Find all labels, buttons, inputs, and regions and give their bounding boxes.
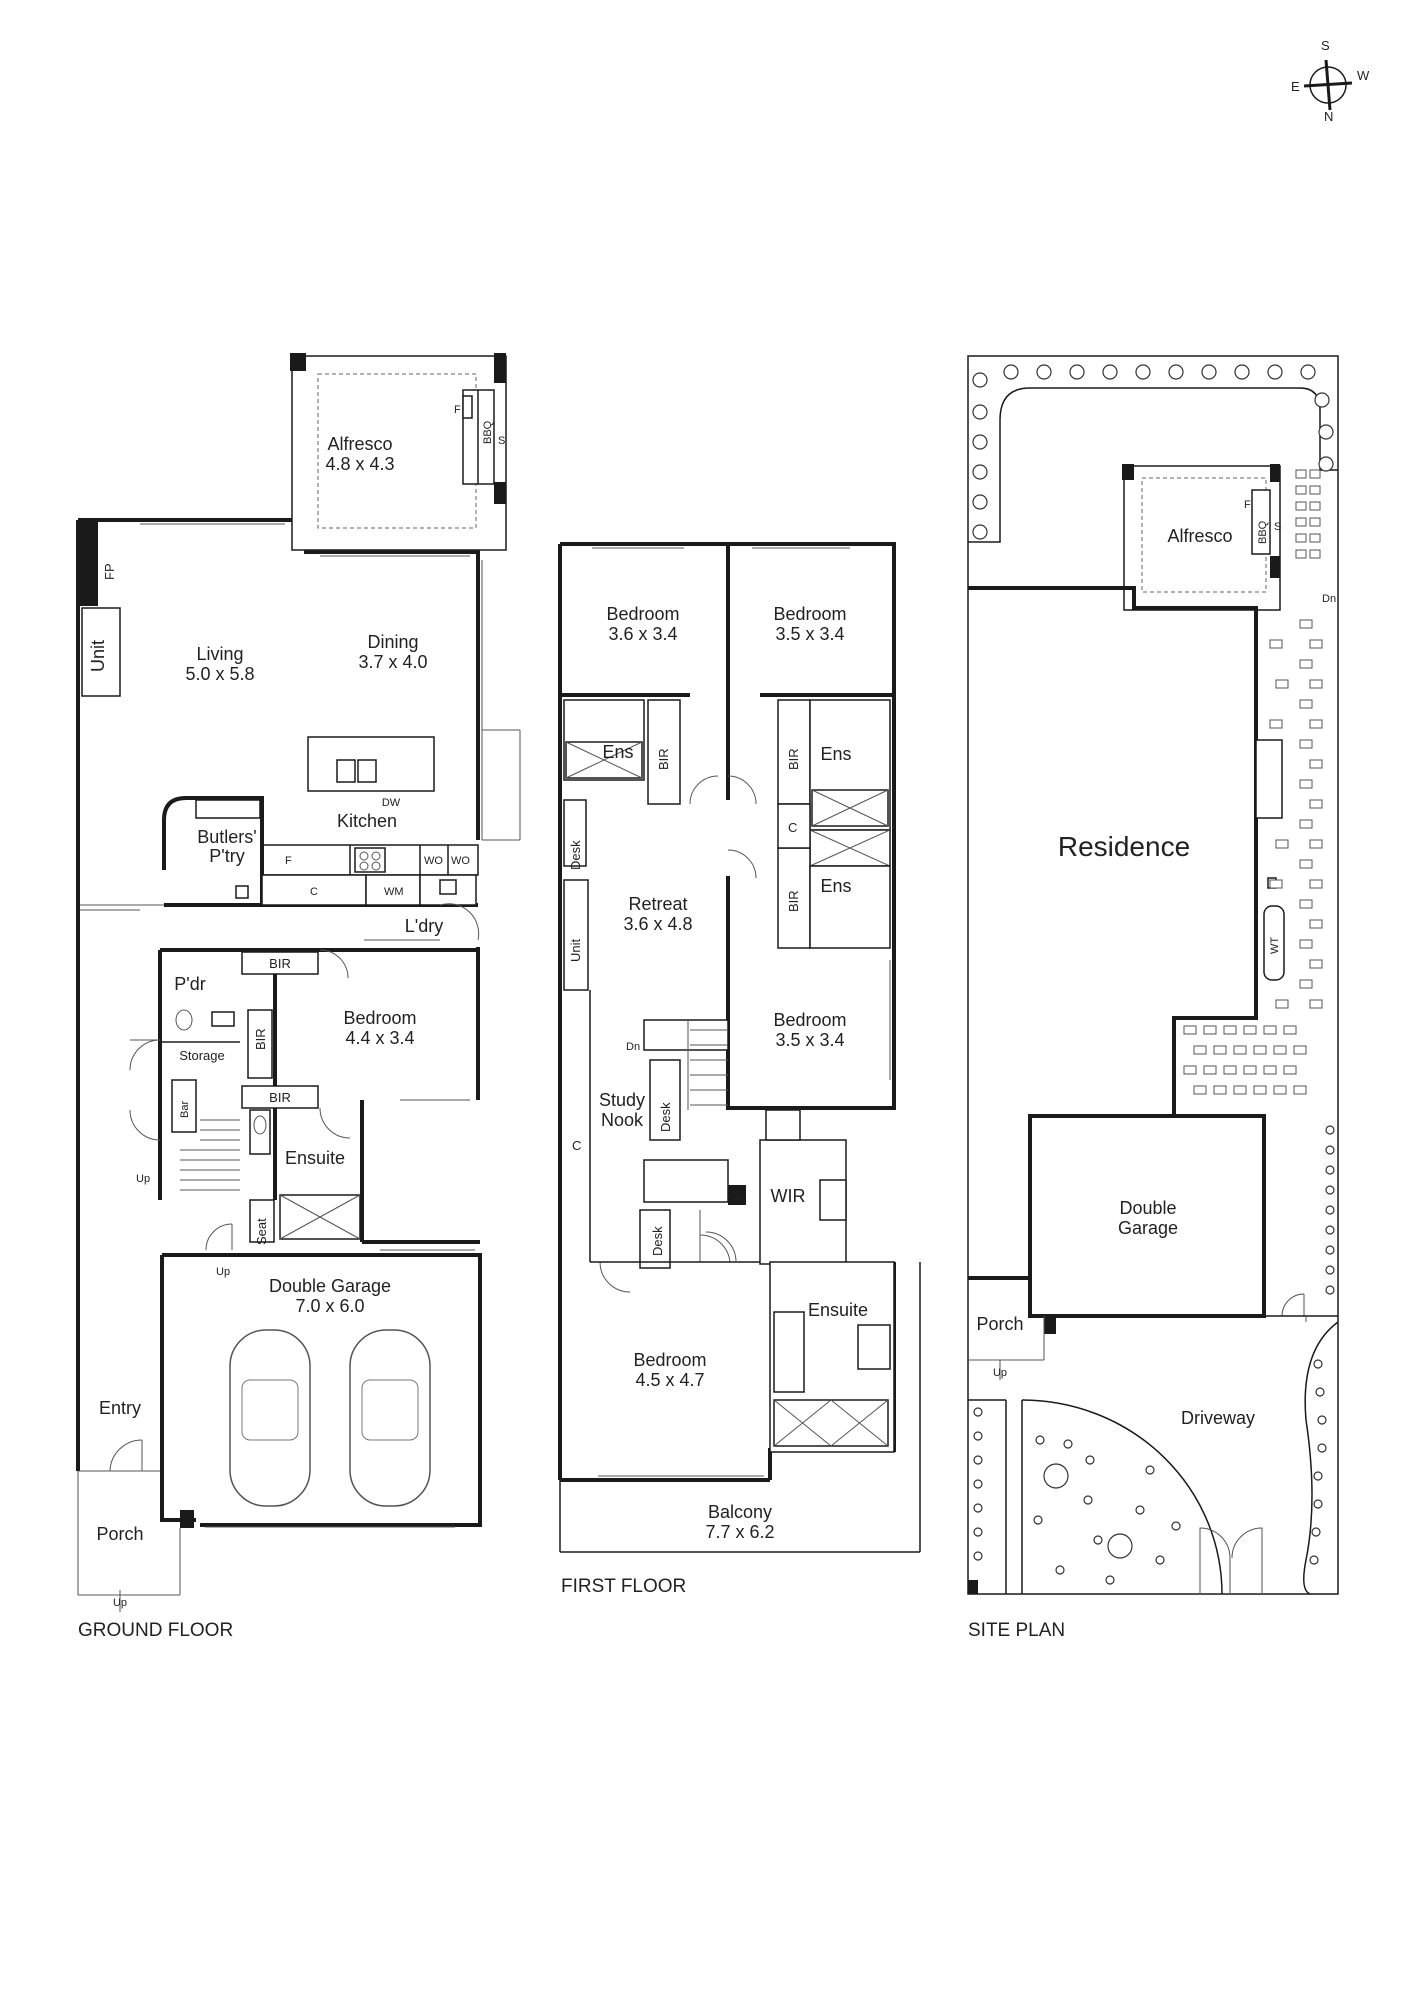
safe-label: S — [732, 1188, 741, 1203]
desk-ff-3: Desk — [650, 1226, 665, 1256]
stairs-down-label: Dn — [626, 1041, 640, 1053]
site-garage-label2: Garage — [1118, 1218, 1178, 1238]
balcony-label: Balcony — [708, 1502, 772, 1522]
desk-ff-1: Desk — [568, 840, 583, 870]
bedroom-3-label: Bedroom — [773, 1010, 846, 1030]
ensuite-3-label: Ens — [820, 876, 851, 896]
bedroom-3-dims: 3.5 x 3.4 — [775, 1030, 844, 1050]
bedroom-2-dims: 3.5 x 3.4 — [775, 624, 844, 644]
living-label: Living — [196, 644, 243, 664]
entry-label: Entry — [99, 1398, 141, 1418]
unit-ff-label: Unit — [568, 938, 583, 962]
fp-label: FP — [102, 563, 117, 580]
bbq-s-label: S — [498, 435, 505, 447]
bbq-label: BBQ — [482, 420, 494, 444]
bar-label: Bar — [179, 1101, 191, 1118]
porch-label: Porch — [96, 1524, 143, 1544]
driveway-label: Driveway — [1181, 1408, 1255, 1428]
site-porch-label: Porch — [976, 1314, 1023, 1334]
wo-label: WO — [424, 855, 443, 867]
storage-label: Storage — [179, 1048, 225, 1063]
compass-west: W — [1357, 68, 1370, 83]
bir-ff-3: BIR — [786, 890, 801, 912]
desk-ff-2: Desk — [658, 1102, 673, 1132]
car-icon — [229, 1329, 311, 1507]
stairs-up-label: Up — [136, 1173, 150, 1185]
bir-ff-2: BIR — [786, 748, 801, 770]
cupboard-label: C — [310, 886, 318, 898]
wo-label-2: WO — [451, 855, 470, 867]
site-alfresco-label: Alfresco — [1167, 526, 1232, 546]
cupboard-ff-2: C — [572, 1138, 581, 1153]
retreat-dims: 3.6 x 4.8 — [623, 914, 692, 934]
cupboard-ff-1: C — [788, 820, 797, 835]
butlers-pantry-label2: P'try — [209, 846, 244, 866]
bedroom-2-label: Bedroom — [773, 604, 846, 624]
site-f-label: F — [1244, 499, 1251, 511]
water-tank-label: WT — [1269, 937, 1281, 954]
garage-dims: 7.0 x 6.0 — [295, 1296, 364, 1316]
first-floor-plan — [558, 542, 921, 1553]
compass-icon: S E W N — [1291, 38, 1370, 124]
study-nook-label2: Nook — [601, 1110, 644, 1130]
site-bbq-label: BBQ — [1257, 520, 1269, 544]
wm-label: WM — [384, 886, 404, 898]
bir-label-1: BIR — [269, 956, 291, 971]
alfresco-label: Alfresco — [327, 434, 392, 454]
bedroom-dims: 4.4 x 3.4 — [345, 1028, 414, 1048]
bir-label-3: BIR — [269, 1090, 291, 1105]
first-floor-caption: FIRST FLOOR — [561, 1576, 686, 1597]
study-nook-label: Study — [599, 1090, 645, 1110]
ensuite-1-label: Ens — [602, 742, 633, 762]
laundry-label: L'dry — [405, 916, 443, 936]
bedroom-1-dims: 3.6 x 3.4 — [608, 624, 677, 644]
garage-up-label: Up — [216, 1266, 230, 1278]
porch-up-label: Up — [113, 1597, 127, 1609]
dining-label: Dining — [367, 632, 418, 652]
tree-icon — [972, 364, 1335, 1585]
butlers-pantry-label: Butlers' — [197, 827, 256, 847]
site-garage-label: Double — [1119, 1198, 1176, 1218]
balcony-dims: 7.7 x 6.2 — [705, 1522, 774, 1542]
ensuite-label: Ensuite — [285, 1148, 345, 1168]
bedroom-4-dims: 4.5 x 4.7 — [635, 1370, 704, 1390]
car-icon — [349, 1329, 431, 1507]
master-ensuite-label: Ensuite — [808, 1300, 868, 1320]
living-dims: 5.0 x 5.8 — [185, 664, 254, 684]
site-up-label: Up — [993, 1367, 1007, 1379]
fridge-label: F — [285, 855, 292, 867]
alfresco-dims: 4.8 x 4.3 — [325, 454, 394, 474]
site-boundary — [967, 355, 1339, 1595]
residence-label: Residence — [1058, 831, 1190, 862]
bedroom-1-label: Bedroom — [606, 604, 679, 624]
wir-label: WIR — [771, 1186, 806, 1206]
site-s-label: S — [1274, 521, 1281, 533]
seat-label: Seat — [254, 1218, 269, 1245]
compass-south: S — [1321, 38, 1330, 53]
retreat-label: Retreat — [628, 894, 687, 914]
bir-label-2: BIR — [253, 1028, 268, 1050]
kitchen-label: Kitchen — [337, 811, 397, 831]
bedroom-label: Bedroom — [343, 1008, 416, 1028]
unit-label: Unit — [88, 640, 108, 672]
ground-floor-caption: GROUND FLOOR — [78, 1620, 233, 1641]
site-garage — [1028, 1114, 1266, 1318]
compass-east: E — [1291, 79, 1300, 94]
garage-label: Double Garage — [269, 1276, 391, 1296]
bedroom-4-label: Bedroom — [633, 1350, 706, 1370]
site-plan — [967, 355, 1339, 1595]
compass-north: N — [1324, 109, 1333, 124]
paving-pattern — [1183, 469, 1323, 1095]
powder-room-label: P'dr — [174, 974, 205, 994]
dining-dims: 3.7 x 4.0 — [358, 652, 427, 672]
dw-label: DW — [382, 797, 401, 809]
ensuite-2-label: Ens — [820, 744, 851, 764]
site-plan-caption: SITE PLAN — [968, 1620, 1065, 1641]
bir-ff-1: BIR — [656, 748, 671, 770]
bbq-f-label: F — [454, 404, 461, 416]
site-dn-label: Dn — [1322, 593, 1336, 605]
ground-floor-plan — [76, 353, 521, 1612]
